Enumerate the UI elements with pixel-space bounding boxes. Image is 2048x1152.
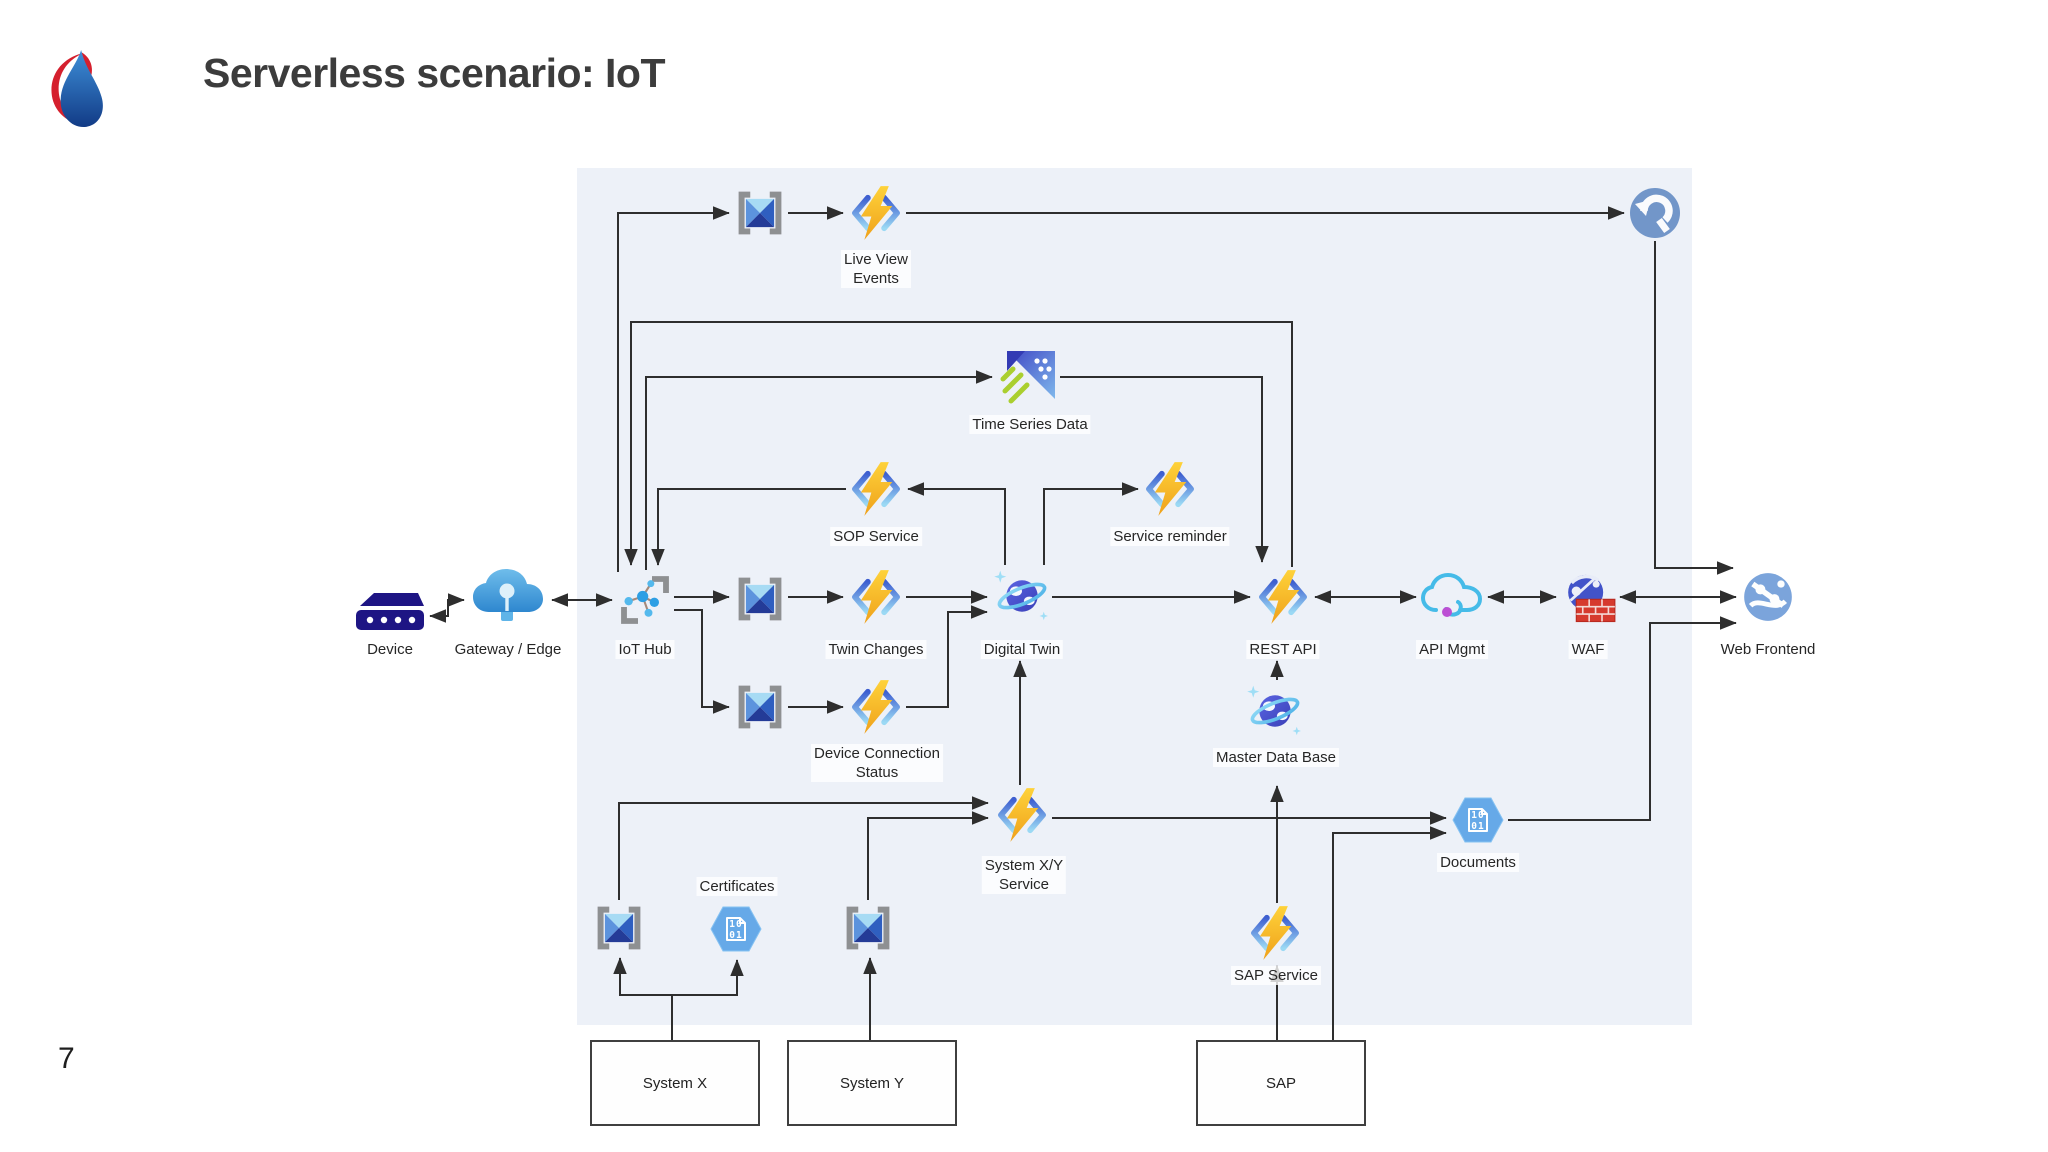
label-rest-api: REST API	[1246, 640, 1320, 659]
event-grid-icon-device-connection	[742, 689, 779, 726]
system-y-box: System Y	[787, 1040, 957, 1126]
logo-red-swoosh	[51, 54, 82, 123]
label-documents: Documents	[1437, 853, 1519, 872]
functions-icon-service-reminder	[1149, 462, 1191, 516]
api-mgmt-icon	[1421, 573, 1482, 619]
label-device-connection-status: Device Connection Status	[811, 744, 943, 782]
certificates-blob-icon	[710, 906, 762, 952]
edge-sysy-eventgrid-sxy	[867, 811, 989, 900]
label-sop-service: SOP Service	[830, 527, 922, 546]
signalr-icon	[1630, 188, 1680, 238]
label-service-reminder: Service reminder	[1110, 527, 1230, 546]
edge-rest-api-iothub	[624, 321, 1293, 567]
edge-digital-twin-sop-service	[907, 482, 1006, 565]
edge-sysx-eventgrid-sxy	[618, 796, 989, 900]
label-system-xy-service: System X/Y Service	[981, 856, 1067, 894]
label-master-data-base: Master Data Base	[1212, 748, 1340, 767]
label-sap: SAP	[1265, 1074, 1296, 1092]
label-gateway-edge: Gateway / Edge	[451, 640, 565, 659]
company-logo	[51, 50, 103, 128]
edge-iothub-dcs-eventgrid	[674, 609, 730, 714]
functions-icon-twin-changes	[855, 570, 897, 624]
label-digital-twin: Digital Twin	[980, 640, 1064, 659]
time-series-data-icon	[1003, 351, 1055, 401]
label-sap-service: SAP Service	[1231, 966, 1321, 985]
edge-dcs-digital-twin	[906, 605, 988, 708]
event-grid-icon-twin-changes	[742, 581, 779, 618]
edge-time-series-rest-api	[1060, 376, 1269, 563]
label-iot-hub: IoT Hub	[615, 640, 675, 659]
documents-blob-icon	[1452, 797, 1504, 843]
web-frontend-icon	[1744, 573, 1792, 621]
edge-sop-service-iothub	[651, 488, 846, 566]
event-grid-icon-system-x	[601, 910, 638, 947]
edge-digital-twin-service-reminder	[1043, 482, 1139, 565]
label-system-y: System Y	[840, 1074, 904, 1092]
edge-signalr-web-frontend	[1654, 241, 1734, 575]
master-data-base-icon	[1246, 683, 1303, 737]
label-live-view-events: Live View Events	[841, 250, 911, 288]
label-certificates: Certificates	[696, 877, 778, 896]
label-time-series-data: Time Series Data	[969, 415, 1091, 434]
waf-icon	[1566, 573, 1616, 624]
label-api-mgmt: API Mgmt	[1416, 640, 1488, 659]
edge-device-gateway	[429, 593, 465, 623]
functions-icon-sap-service	[1254, 906, 1296, 960]
system-x-box: System X	[590, 1040, 760, 1126]
gateway-edge-icon	[471, 567, 545, 623]
event-grid-icon-system-y	[850, 910, 887, 947]
functions-icon-live-view-events	[855, 186, 897, 240]
logo-blue-drop	[60, 50, 103, 128]
label-web-frontend: Web Frontend	[1717, 640, 1819, 659]
edge-iothub-time-series	[645, 370, 993, 570]
edge-iothub-live-eventgrid	[617, 206, 730, 572]
digital-twin-icon	[993, 568, 1050, 622]
label-device: Device	[364, 640, 416, 659]
functions-icon-system-xy-service	[1001, 788, 1043, 842]
edge-systemx-eventgrid	[613, 957, 673, 1040]
device-icon	[356, 593, 424, 630]
edge-systemx-certificates	[672, 959, 744, 996]
edge-sap-documents	[1332, 826, 1447, 1040]
functions-icon-sop-service	[855, 462, 897, 516]
label-waf: WAF	[1568, 640, 1608, 659]
page-number: 7	[58, 1042, 75, 1075]
sap-box: SAP	[1196, 1040, 1366, 1126]
slide-title: Serverless scenario: IoT	[203, 50, 666, 96]
iot-hub-icon	[624, 579, 666, 621]
functions-icon-device-connection-status	[855, 680, 897, 734]
functions-icon-rest-api	[1262, 570, 1304, 624]
event-grid-icon-live-view	[742, 195, 779, 232]
label-twin-changes: Twin Changes	[825, 640, 927, 659]
edge-documents-web-frontend	[1508, 616, 1737, 821]
label-system-x: System X	[642, 1074, 708, 1092]
